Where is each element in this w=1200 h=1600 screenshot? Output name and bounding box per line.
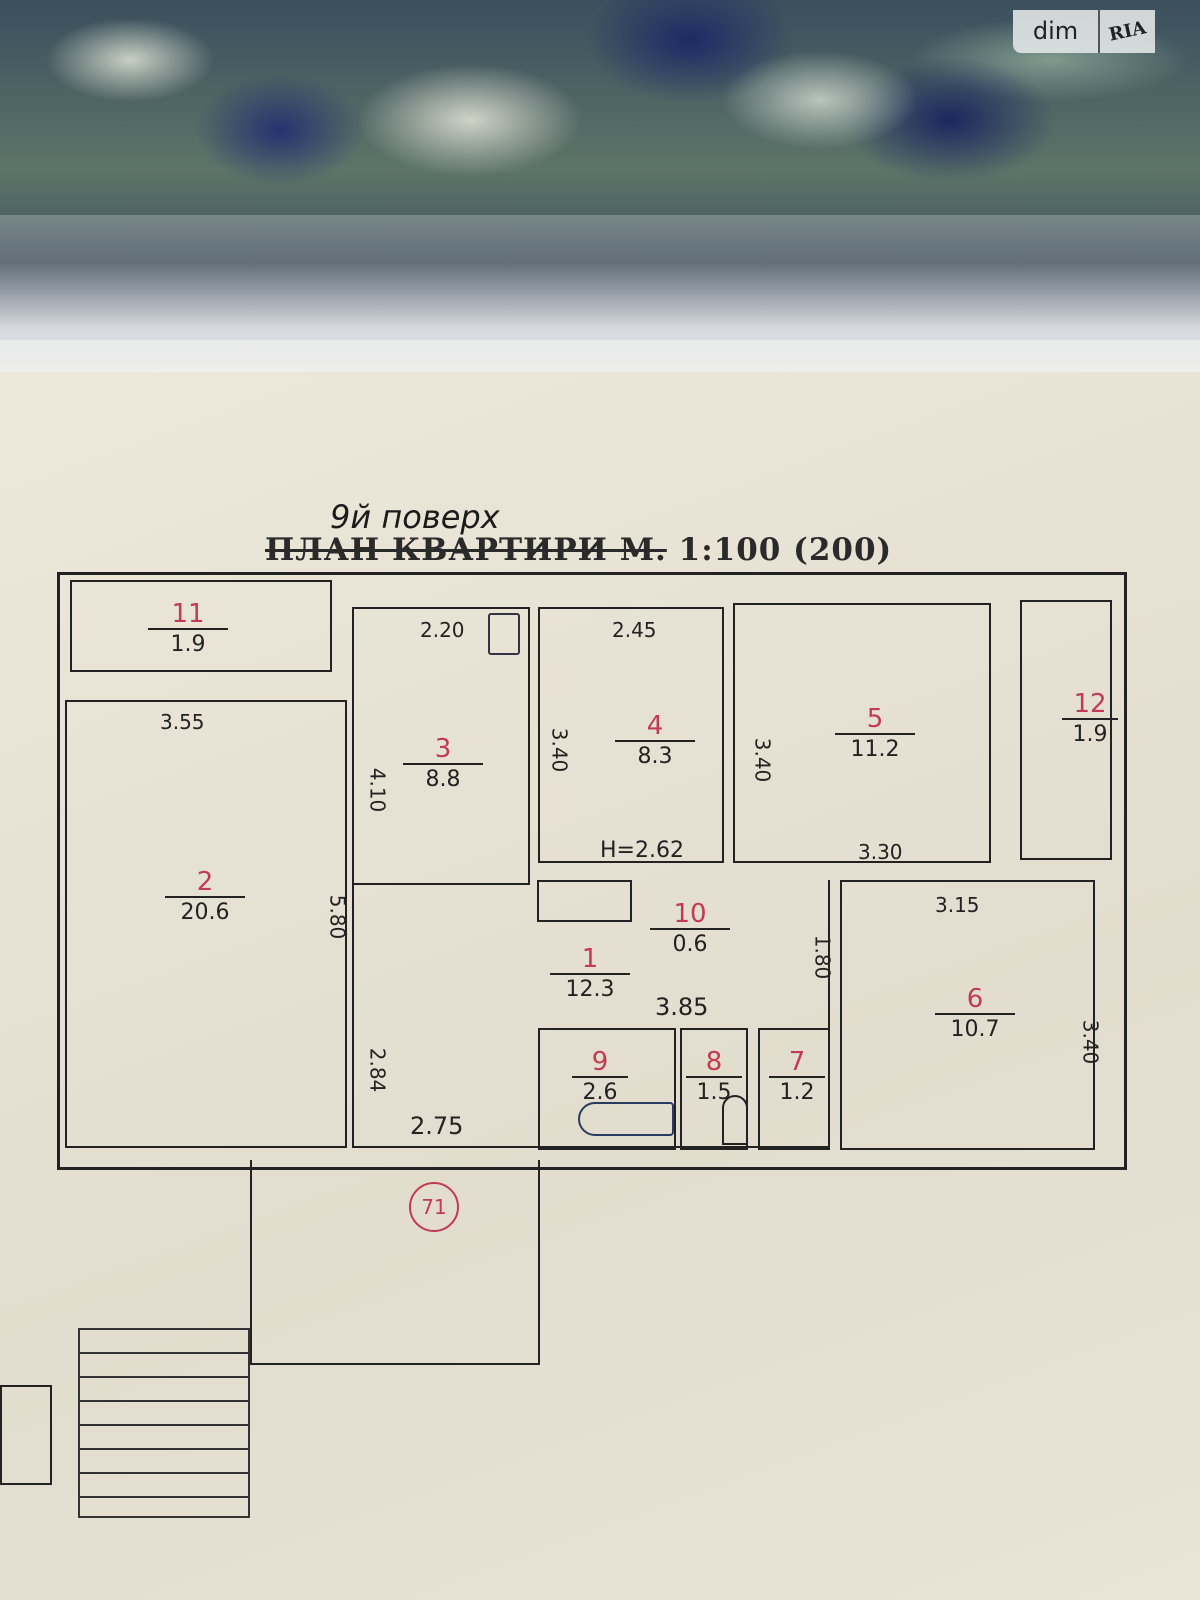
- room-area: 0.6: [672, 932, 708, 957]
- dim-room6-width: 3.15: [935, 893, 980, 917]
- room-area: 12.3: [565, 977, 615, 1002]
- ceiling-height: H=2.62: [600, 838, 684, 863]
- room-9-outline: [538, 1028, 676, 1150]
- room-number: 9: [572, 1048, 628, 1078]
- room-number: 8: [686, 1048, 742, 1078]
- room-12-outline: [1020, 600, 1112, 860]
- room-area: 11.2: [850, 737, 900, 762]
- room-area: 1.2: [779, 1080, 815, 1105]
- watermark-ria: RIA: [1107, 17, 1148, 46]
- room-area: 8.8: [425, 767, 461, 792]
- room-number: 2: [165, 868, 245, 898]
- room-area: 2.6: [582, 1080, 618, 1105]
- room-area: 1.5: [696, 1080, 732, 1105]
- staircase: [78, 1328, 250, 1518]
- elevator-shaft: [0, 1385, 52, 1485]
- room-2-outline: [65, 700, 347, 1148]
- dim-room4-length: 3.40: [547, 727, 572, 773]
- room-area: 8.3: [637, 744, 673, 769]
- handwritten-floor: 9й поверх: [330, 498, 500, 536]
- room-8-outline: [680, 1028, 748, 1150]
- stove-icon: [488, 613, 520, 655]
- apartment-outline: [57, 572, 1127, 1170]
- bathtub-icon: [578, 1102, 674, 1136]
- room-area: 1.9: [1072, 722, 1108, 747]
- room-number: 6: [935, 985, 1015, 1015]
- room-area: 1.9: [170, 632, 206, 657]
- room-11-outline: [70, 580, 332, 672]
- room-7-outline: [758, 1028, 830, 1150]
- stair-landing: [250, 1160, 540, 1365]
- room-5-outline: [733, 603, 991, 863]
- dim-room4-width: 2.45: [612, 618, 657, 642]
- room-4-outline: [538, 607, 724, 863]
- plastic-sleeve: [0, 215, 1200, 375]
- dim-room3-length: 4.10: [365, 767, 390, 813]
- dim-hall-length: 3.85: [655, 993, 709, 1021]
- dim-entry-width: 2.75: [410, 1112, 464, 1140]
- room-number: 1: [550, 945, 630, 975]
- room-number: 5: [835, 705, 915, 735]
- room-number: 11: [148, 600, 228, 630]
- room-6-outline: [840, 880, 1095, 1150]
- dim-room5-width: 3.30: [858, 840, 903, 864]
- dim-room2-length: 5.80: [325, 894, 350, 940]
- room-area: 20.6: [180, 900, 230, 925]
- room-number: 12: [1062, 690, 1118, 720]
- title-scale: 1:100 (200): [678, 532, 893, 568]
- room-3-outline: [352, 607, 530, 885]
- room-number: 7: [769, 1048, 825, 1078]
- toilet-icon: [722, 1095, 748, 1145]
- dim-room2-width: 3.55: [160, 710, 205, 734]
- dim-room3-width: 2.20: [420, 618, 465, 642]
- dim-hall-width: 1.80: [810, 934, 835, 980]
- room-number: 10: [650, 900, 730, 930]
- room-1-outline: [352, 880, 830, 1148]
- room-number: 3: [403, 735, 483, 765]
- plan-title: ПЛАН КВАРТИРИ М. 1:100 (200): [265, 532, 892, 568]
- watermark-dim: dim: [1013, 10, 1100, 53]
- dim-entry-length: 2.84: [365, 1047, 390, 1093]
- dimria-watermark: dim RIA: [1013, 10, 1155, 53]
- room-10-outline: [537, 880, 632, 922]
- room-area: 10.7: [950, 1017, 1000, 1042]
- title-struck: ПЛАН КВАРТИРИ М.: [265, 532, 667, 568]
- dim-room6-length: 3.40: [1078, 1019, 1103, 1065]
- room-number: 4: [615, 712, 695, 742]
- dim-room5-length: 3.40: [750, 737, 775, 783]
- entrance-marker: 71: [409, 1182, 459, 1232]
